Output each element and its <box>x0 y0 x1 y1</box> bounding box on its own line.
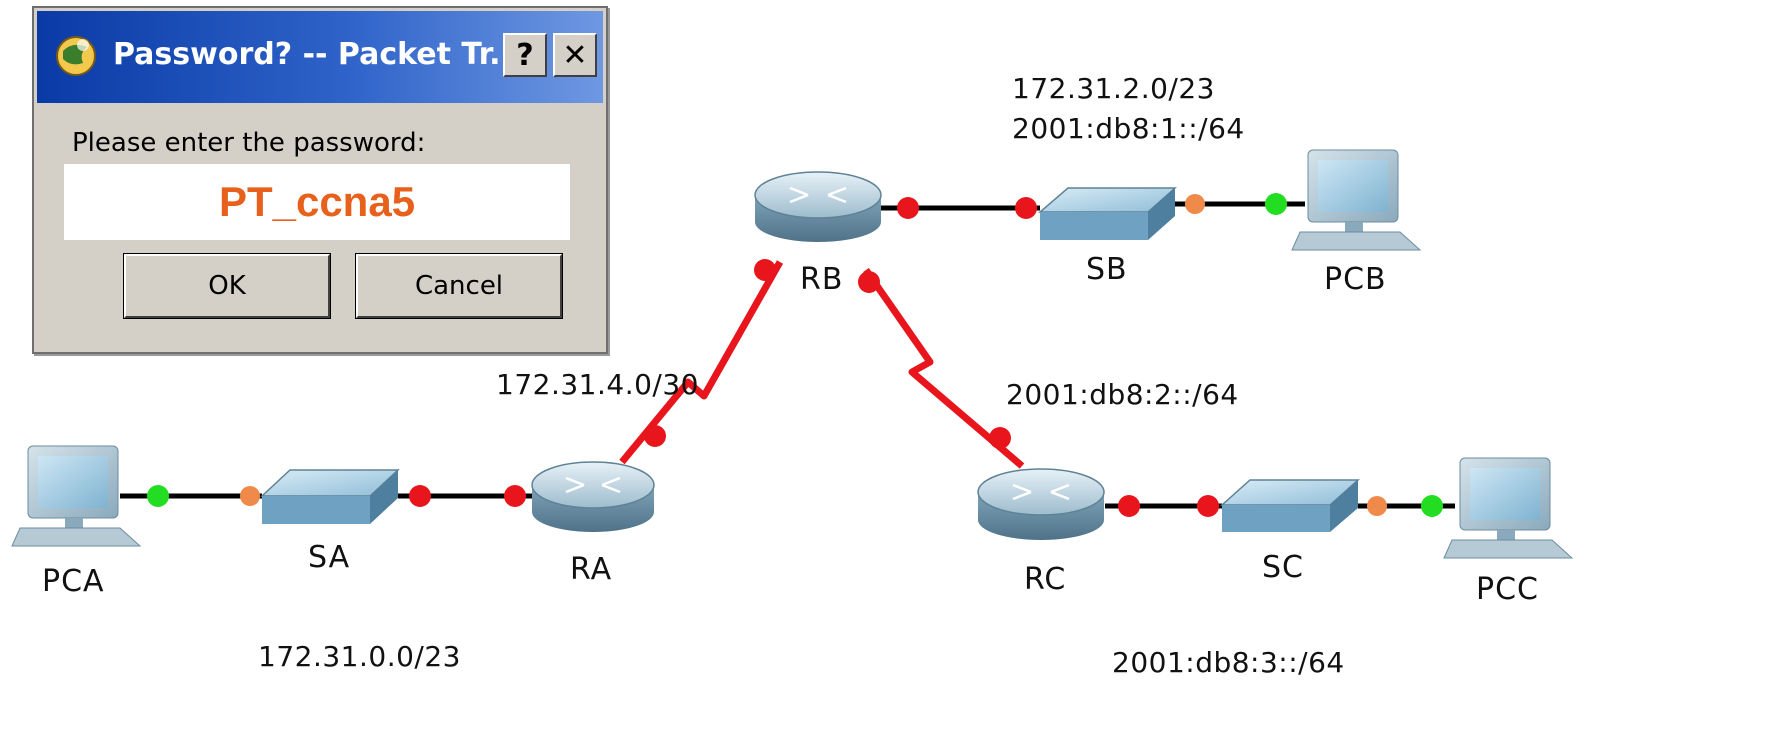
switch-sc[interactable] <box>1220 479 1360 532</box>
packet-tracer-app-icon <box>56 36 96 76</box>
device-label-rc: RC <box>1024 562 1067 597</box>
port-light-red <box>989 427 1011 449</box>
device-label-sa: SA <box>308 540 351 575</box>
close-button[interactable]: ✕ <box>553 33 597 77</box>
network-label-rb-lan-ipv6: 2001:db8:1::/64 <box>1012 112 1245 145</box>
dialog-title-bar[interactable]: Password? -- Packet Tr... ? ✕ <box>37 11 603 103</box>
port-light-red <box>1015 197 1037 219</box>
device-label-sc: SC <box>1262 550 1304 585</box>
serial-link-rb-rc[interactable] <box>863 268 1025 469</box>
device-label-ra: RA <box>570 552 613 587</box>
router-arrows-icon <box>789 186 847 204</box>
port-light-red <box>897 197 919 219</box>
cancel-button[interactable]: Cancel <box>355 253 563 319</box>
port-light-green <box>1265 193 1287 215</box>
switch-sb[interactable] <box>1037 187 1177 240</box>
port-light-red <box>504 485 526 507</box>
port-light-red <box>754 259 776 281</box>
router-arrows-icon <box>565 476 621 494</box>
network-label-rc-lan: 2001:db8:3::/64 <box>1112 646 1345 679</box>
port-light-green <box>147 485 169 507</box>
network-label-rb-lan-ipv4: 172.31.2.0/23 <box>1012 72 1215 105</box>
port-light-orange <box>1367 496 1387 516</box>
device-label-sb: SB <box>1086 252 1128 287</box>
serial-link-ra-rb[interactable] <box>619 260 784 465</box>
password-input[interactable] <box>64 164 570 240</box>
router-rb[interactable] <box>754 171 882 242</box>
router-arrows-icon <box>1012 483 1070 501</box>
port-light-red <box>858 271 880 293</box>
port-light-red <box>1118 495 1140 517</box>
port-light-red <box>644 425 666 447</box>
help-button[interactable]: ? <box>503 33 547 77</box>
switch-sa[interactable] <box>260 469 400 524</box>
pc-pcc[interactable] <box>1443 457 1574 559</box>
network-label-ra-rb-wan: 172.31.4.0/30 <box>496 368 699 401</box>
port-light-green <box>1421 495 1443 517</box>
network-label-ra-lan: 172.31.0.0/23 <box>258 640 461 673</box>
device-label-pca: PCA <box>42 564 105 599</box>
router-ra[interactable] <box>531 461 655 532</box>
device-label-pcc: PCC <box>1476 572 1539 607</box>
pc-pcb[interactable] <box>1291 149 1422 251</box>
ok-button[interactable]: OK <box>123 253 331 319</box>
password-prompt-label: Please enter the password: <box>72 128 426 158</box>
port-lights <box>147 193 1443 517</box>
port-light-orange <box>1185 194 1205 214</box>
port-light-red <box>1197 495 1219 517</box>
router-rc[interactable] <box>977 468 1105 540</box>
device-label-pcb: PCB <box>1324 262 1387 297</box>
dialog-title: Password? -- Packet Tr... <box>113 37 524 72</box>
port-light-red <box>409 485 431 507</box>
device-label-rb: RB <box>800 262 844 297</box>
pc-pca[interactable] <box>11 445 142 547</box>
password-dialog: Password? -- Packet Tr... ? ✕ Please ent… <box>32 6 608 354</box>
network-label-rb-rc-wan: 2001:db8:2::/64 <box>1006 378 1239 411</box>
port-light-orange <box>240 486 260 506</box>
